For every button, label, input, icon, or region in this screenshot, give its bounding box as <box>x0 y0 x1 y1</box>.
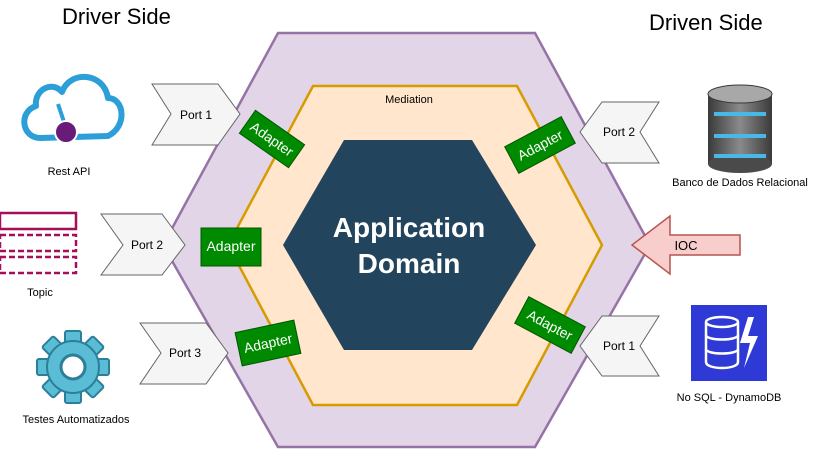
mediation-label: Mediation <box>385 94 433 106</box>
domain-title-line1: Application <box>333 212 485 243</box>
ioc-arrow: IOC <box>630 214 741 276</box>
database-icon <box>707 84 773 173</box>
driven-side-heading: Driven Side <box>649 10 763 35</box>
driven-port-1: Port 1 <box>579 315 660 377</box>
domain-title-line2: Domain <box>358 248 461 279</box>
topic-queue-icon <box>0 211 78 275</box>
cloud-api-icon <box>21 74 125 144</box>
actor-label-database: Banco de Dados Relacional <box>672 177 808 189</box>
port-label: Port 1 <box>603 339 635 353</box>
gear-icon <box>36 330 110 404</box>
port-label: Port 2 <box>603 125 635 139</box>
ioc-label: IOC <box>674 238 697 253</box>
adapter-driven-top: Adapter <box>504 116 576 174</box>
port-label: Port 3 <box>169 346 201 360</box>
adapter-label: Adapter <box>206 238 255 254</box>
dynamodb-icon <box>691 305 767 381</box>
port-label: Port 2 <box>131 238 163 252</box>
port-label: Port 1 <box>180 108 212 122</box>
driver-port-3: Port 3 <box>139 322 229 385</box>
driven-port-2: Port 2 <box>579 101 660 164</box>
actor-label-dynamodb: No SQL - DynamoDB <box>677 392 782 404</box>
driver-port-1: Port 1 <box>151 83 241 146</box>
driver-side-heading: Driver Side <box>62 4 171 29</box>
domain-hexagon <box>283 140 536 350</box>
actor-label-testes: Testes Automatizados <box>22 414 130 426</box>
adapter-driver-middle: Adapter <box>200 227 262 267</box>
adapter-driver-bottom: Adapter <box>234 319 302 367</box>
actor-label-rest-api: Rest API <box>48 166 91 178</box>
actor-label-topic: Topic <box>27 287 53 299</box>
driver-port-2: Port 2 <box>100 213 186 276</box>
